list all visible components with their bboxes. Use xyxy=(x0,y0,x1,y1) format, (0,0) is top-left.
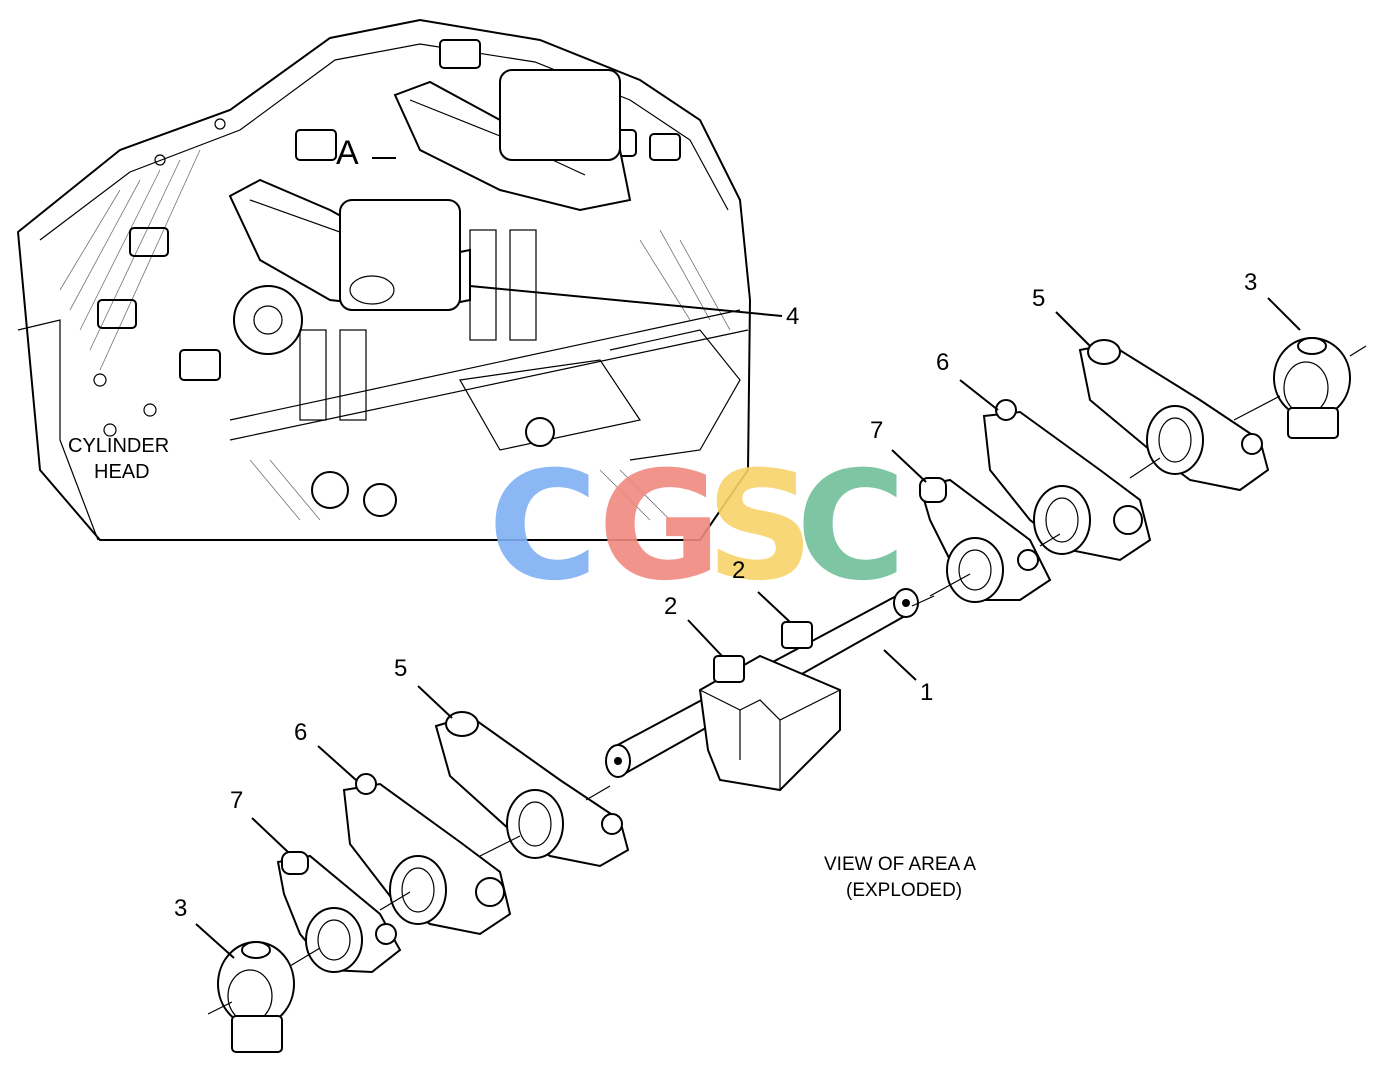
head-shading xyxy=(59,149,731,521)
callout-2b-leader xyxy=(757,591,791,623)
view-label-line1: VIEW OF AREA A xyxy=(824,854,976,875)
callout-2b: 2 xyxy=(732,557,745,584)
shaft-brackets xyxy=(698,621,841,792)
watermark-letter: S xyxy=(706,440,814,614)
callout-5a: 5 xyxy=(1032,285,1045,312)
rocker-arm-7-left xyxy=(276,851,402,974)
rocker-arm-6-left xyxy=(342,773,512,936)
callout-5a-leader xyxy=(1055,311,1091,347)
callout-6b-leader xyxy=(317,745,357,781)
end-bracket-3-right xyxy=(1273,337,1351,439)
watermark-letter: C xyxy=(488,440,598,614)
callout-2a: 2 xyxy=(664,593,677,620)
rocker-arm-7-right xyxy=(918,477,1052,603)
callout-7a-leader xyxy=(891,449,927,483)
rocker-arm-5-left xyxy=(434,711,630,868)
cylinder-head-label-line2: HEAD xyxy=(94,461,150,483)
callout-6a-leader xyxy=(959,379,999,411)
right-center-axis xyxy=(929,345,1367,597)
rocker-arm-6-right xyxy=(982,399,1152,562)
left-center-axis xyxy=(207,785,611,1015)
installed-rocker-arms xyxy=(228,69,632,355)
cylinder-head-label-line1: CYLINDER xyxy=(68,435,169,457)
callout-3b: 3 xyxy=(174,895,187,922)
head-lower-detail xyxy=(93,118,741,517)
callout-5b-leader xyxy=(417,685,453,719)
rocker-arm-5-right xyxy=(1078,339,1270,492)
callout-3b-leader xyxy=(195,923,235,959)
callout-7b: 7 xyxy=(230,787,243,814)
callout-6a: 6 xyxy=(936,349,949,376)
end-bracket-3-left xyxy=(217,941,295,1053)
area-marker-label: A xyxy=(336,134,359,172)
view-label-line2: (EXPLODED) xyxy=(846,880,962,901)
watermark-letter: G xyxy=(598,440,721,614)
cylinder-head-assembly: A CYLINDER HEAD xyxy=(16,18,752,541)
callout-4-leader xyxy=(469,285,783,317)
cgsc-watermark: C G S C xyxy=(488,440,906,614)
callout-2a-leader xyxy=(687,619,723,657)
watermark-letter: C xyxy=(796,440,906,614)
callout-4: 4 xyxy=(786,303,799,330)
callout-1-leader xyxy=(883,649,917,681)
callout-6b: 6 xyxy=(294,719,307,746)
callout-7b-leader xyxy=(251,817,289,853)
callout-3a-leader xyxy=(1267,297,1301,331)
callout-3a: 3 xyxy=(1244,269,1257,296)
callout-7a: 7 xyxy=(870,417,883,444)
callout-5b: 5 xyxy=(394,655,407,682)
callout-1: 1 xyxy=(920,679,933,706)
